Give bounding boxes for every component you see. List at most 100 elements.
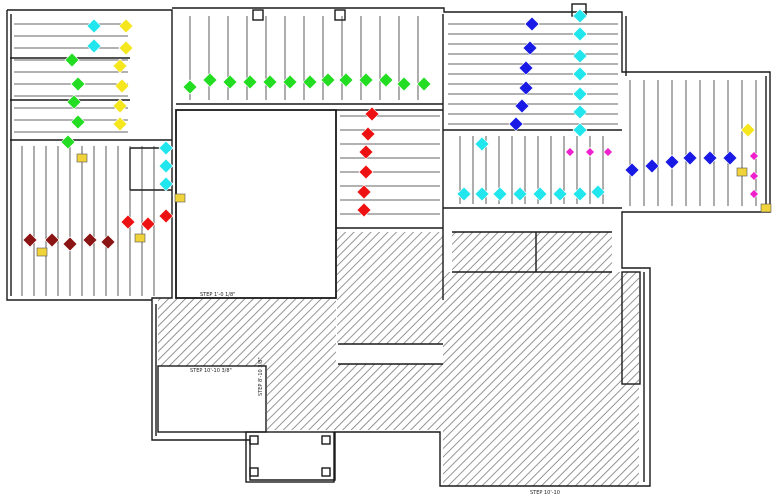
joist-marker [508,116,524,132]
joist-marker [682,150,698,166]
joist-marker [572,8,588,24]
slab-area-strip [452,232,612,272]
joist-marker [456,186,472,202]
joist-marker [522,40,538,56]
joist-marker [356,202,372,218]
joist-marker [378,72,394,88]
tag-marker [174,193,186,203]
joist-marker [86,38,102,54]
joist-marker [242,74,258,90]
courtyard-void [175,109,337,299]
joist-marker [603,147,613,157]
joist-marker [702,150,718,166]
joist-marker [572,26,588,42]
joist-marker [518,80,534,96]
joist-marker [262,74,278,90]
step-label-2: STEP 10'-10 3/8" [190,368,232,374]
joist-marker [664,154,680,170]
joist-marker [112,98,128,114]
joist-marker [474,186,490,202]
joist-marker [749,171,759,181]
joist-marker [585,147,595,157]
joist-marker [338,72,354,88]
top-window-1 [252,9,264,21]
slab-area-middle-lower [267,364,443,430]
porch-post-4 [321,467,331,477]
outer-wall-offset [10,14,767,482]
joist-marker [358,72,374,88]
slab-area-middle-upper [337,232,443,344]
joist-marker [120,214,136,230]
tag-marker [760,203,772,213]
tag-marker [76,153,88,163]
garage-room [157,365,267,433]
step-label-3: STEP 8'-10 3/8" [258,357,264,396]
tag-marker [736,167,748,177]
joist-marker [112,116,128,132]
joist-lines [14,16,757,296]
joist-marker [524,16,540,32]
red-joist-markers [120,106,380,232]
joist-marker [158,158,174,174]
tag-marker [36,247,48,257]
porch-post-1 [249,435,259,445]
joist-marker [62,236,78,252]
joist-marker [70,76,86,92]
tag-marker [134,233,146,243]
slab-area-right [443,272,639,486]
joist-marker [572,48,588,64]
cyan-joist-markers [86,8,606,202]
joist-marker [722,150,738,166]
joist-marker [182,79,198,95]
joist-marker [572,86,588,102]
joist-marker [118,18,134,34]
joist-marker [158,208,174,224]
joist-marker [572,66,588,82]
joist-marker [512,186,528,202]
joist-marker [590,184,606,200]
joist-marker [364,106,380,122]
porch-post-2 [321,435,331,445]
joist-marker [158,176,174,192]
joist-marker [44,232,60,248]
joist-marker [624,162,640,178]
joist-marker [749,189,759,199]
joist-marker [100,234,116,250]
joist-marker [358,144,374,160]
step-label-1: STEP 1'-0 1/8" [200,292,235,298]
joist-marker [114,78,130,94]
hatched-slab-areas [158,232,639,486]
joist-marker [572,104,588,120]
green-joist-markers [60,52,432,150]
porch-post-3 [249,467,259,477]
top-window-2 [334,9,346,21]
joist-marker [749,151,759,161]
magenta-joist-markers [565,147,759,199]
joist-marker [64,52,80,68]
joist-marker [302,74,318,90]
plan-labels: STEP 1'-0 1/8" STEP 10'-10 3/8" STEP 8'-… [190,292,560,496]
joist-marker [86,18,102,34]
right-closet [621,271,641,385]
joist-marker [60,134,76,150]
joist-marker [282,74,298,90]
joist-marker [740,122,756,138]
joist-marker [572,186,588,202]
joist-marker [552,186,568,202]
outer-wall-left-wing [7,7,771,487]
joist-marker [416,76,432,92]
joist-marker [396,76,412,92]
joist-marker [70,114,86,130]
outer-wall-left-edge [6,10,152,301]
slab-area-left [158,298,336,366]
joist-marker [518,60,534,76]
joist-marker [644,158,660,174]
bottom-step-label: STEP 10'-10 [530,490,560,496]
joist-marker [112,58,128,74]
joist-marker [320,72,336,88]
joist-marker [82,232,98,248]
joist-marker [474,136,490,152]
yellow-joist-markers [112,18,756,138]
joist-marker [222,74,238,90]
